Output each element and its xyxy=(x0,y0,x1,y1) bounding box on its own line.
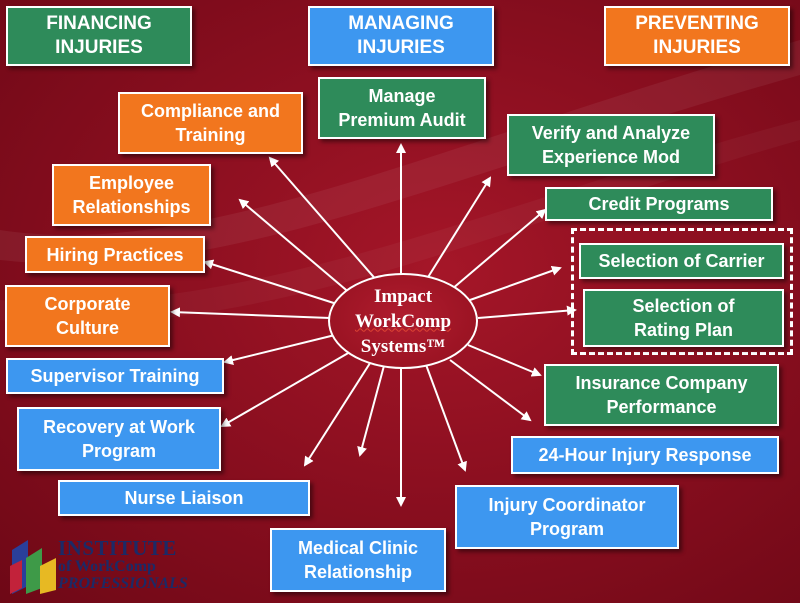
box-24-hour-injury-response: 24-Hour Injury Response xyxy=(511,436,779,474)
logo-line-3: PROFESSIONALS xyxy=(58,575,188,592)
arrow-to-hiring-practices xyxy=(203,259,341,306)
box-verify-experience-mod: Verify and Analyze Experience Mod xyxy=(507,114,715,176)
center-impact-workcomp-systems: Impact WorkComp Systems™ xyxy=(328,273,478,369)
box-selection-rating-plan: Selection of Rating Plan xyxy=(583,289,784,347)
box-credit-programs: Credit Programs xyxy=(545,187,773,221)
logo-line-1: INSTITUTE xyxy=(58,536,177,560)
center-line-3: Systems™ xyxy=(360,335,446,357)
box-employee-relationships: Employee Relationships xyxy=(52,164,211,226)
box-injury-coordinator: Injury Coordinator Program xyxy=(455,485,679,549)
logo-mark-icon xyxy=(10,540,56,594)
center-line-2: WorkComp xyxy=(354,310,452,332)
box-supervisor-training: Supervisor Training xyxy=(6,358,224,394)
logo-line-2: of WorkComp xyxy=(58,558,156,575)
box-medical-clinic: Medical Clinic Relationship xyxy=(270,528,446,592)
box-recovery-at-work: Recovery at Work Program xyxy=(17,407,221,471)
arrow-to-recovery-at-work xyxy=(220,351,351,428)
box-insurance-company-performance: Insurance Company Performance xyxy=(544,364,779,426)
arrow-to-corporate-culture xyxy=(170,307,331,319)
logo-text: INSTITUTE of WorkComp PROFESSIONALS xyxy=(58,536,188,593)
institute-logo: INSTITUTE of WorkComp PROFESSIONALS xyxy=(8,536,188,598)
box-hiring-practices: Hiring Practices xyxy=(25,236,205,273)
arrow-to-24h-response xyxy=(449,359,532,422)
box-compliance-training: Compliance and Training xyxy=(118,92,303,154)
arrow-to-nurse-liaison xyxy=(303,359,373,467)
arrow-to-credit-programs xyxy=(444,208,547,296)
box-selection-of-carrier: Selection of Carrier xyxy=(579,243,784,279)
arrow-to-employee-relationships xyxy=(238,198,359,301)
arrow-center-left-small xyxy=(357,361,386,457)
header-preventing-injuries: PREVENTING INJURIES xyxy=(604,6,790,66)
selection-group-frame xyxy=(571,228,793,355)
header-financing-injuries: FINANCING INJURIES xyxy=(6,6,192,66)
center-line-1: Impact xyxy=(373,285,433,307)
arrow-to-experience-mod xyxy=(419,176,492,291)
arrow-to-supervisor-training xyxy=(223,334,336,365)
arrow-to-injury-coordinator xyxy=(424,361,467,472)
box-manage-premium-audit: Manage Premium Audit xyxy=(318,77,486,139)
arrow-to-selection-carrier xyxy=(469,265,562,301)
header-managing-injuries: MANAGING INJURIES xyxy=(308,6,494,66)
arrow-to-rating-plan xyxy=(477,305,577,319)
arrow-to-insurance-performance xyxy=(467,344,542,377)
arrow-to-compliance xyxy=(268,156,386,291)
box-corporate-culture: Corporate Culture xyxy=(5,285,170,347)
box-nurse-liaison: Nurse Liaison xyxy=(58,480,310,516)
